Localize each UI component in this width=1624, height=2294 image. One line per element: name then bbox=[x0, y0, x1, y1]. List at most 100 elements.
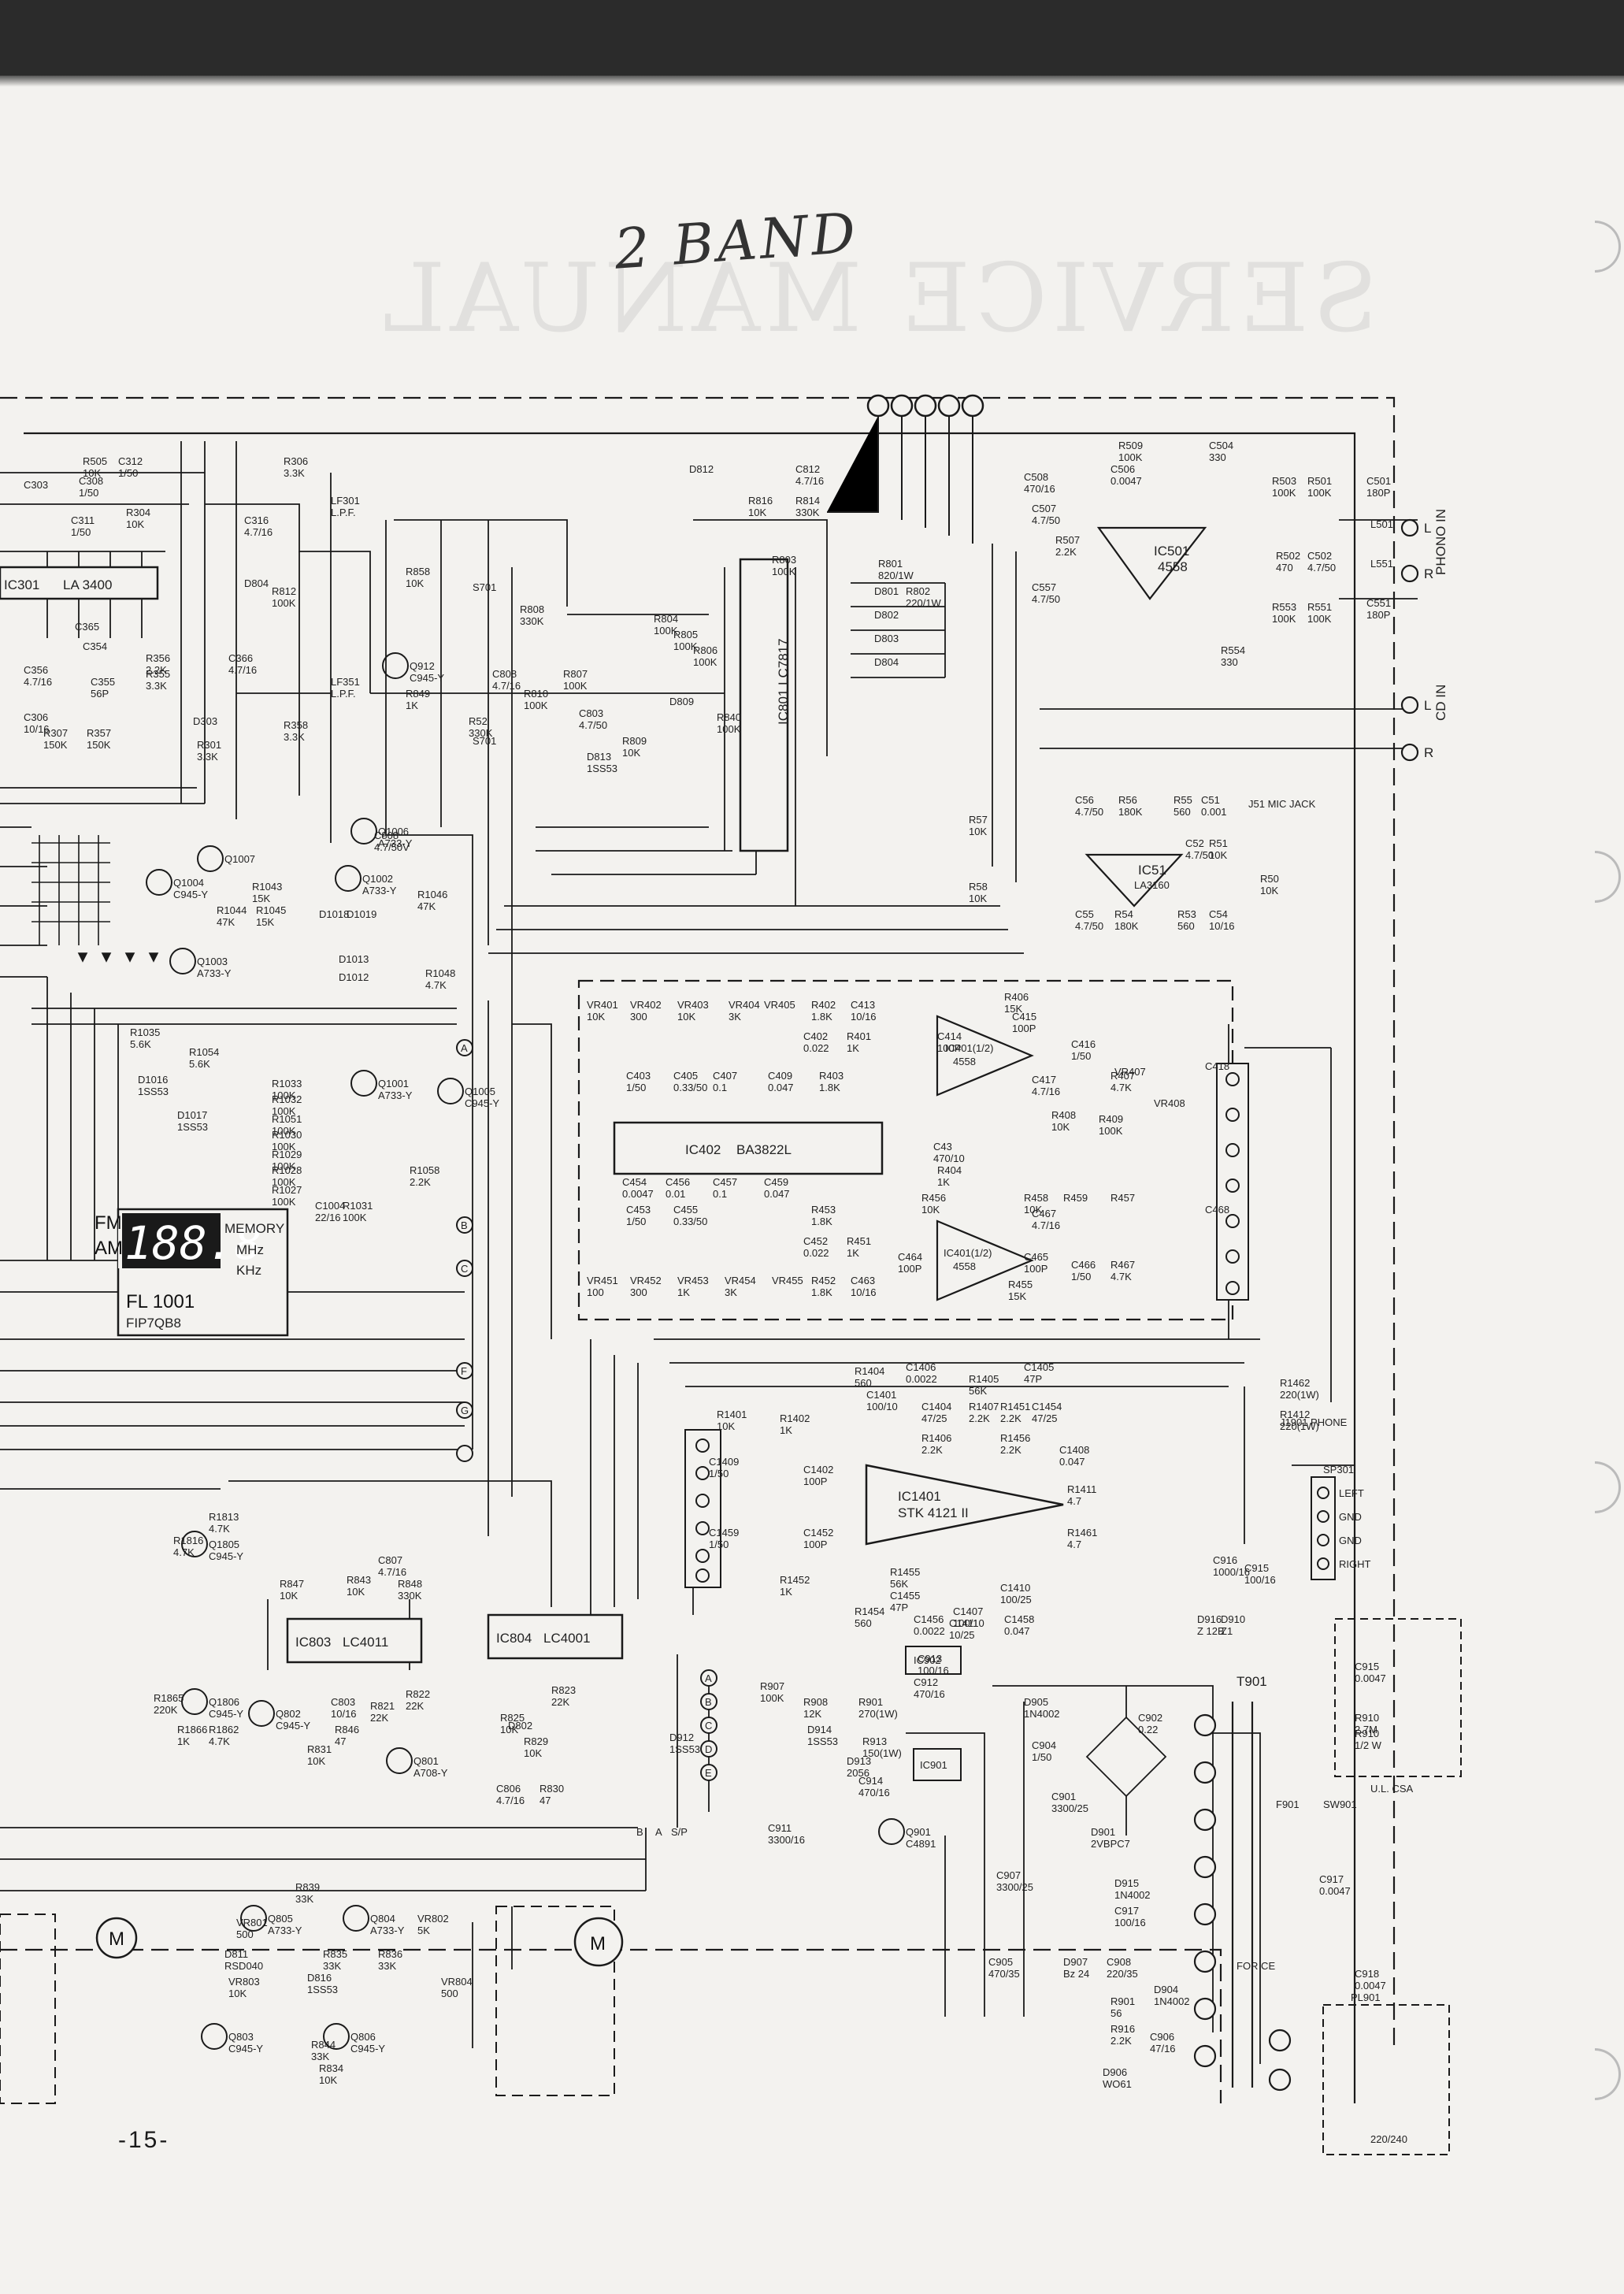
transistor bbox=[197, 845, 224, 872]
component-value: 4.7/16 bbox=[244, 526, 273, 538]
component-ref: C413 bbox=[851, 999, 875, 1011]
component-ref: D809 bbox=[669, 696, 694, 707]
component-value: 300 bbox=[630, 1011, 647, 1023]
component-value: 4.7/50 bbox=[1185, 849, 1214, 861]
component-value: 47P bbox=[890, 1602, 908, 1613]
component-value: 1SS53 bbox=[177, 1121, 208, 1133]
component-value: 560 bbox=[1177, 920, 1195, 932]
component-value: L.P.F. bbox=[331, 507, 356, 518]
component-value: C945-Y bbox=[209, 1708, 243, 1720]
component-value: 10/16 bbox=[851, 1286, 877, 1298]
component-ref: R1411 bbox=[1067, 1483, 1096, 1495]
component-ref: R1046 bbox=[417, 889, 447, 900]
component-value: 10K bbox=[524, 1747, 542, 1759]
component-value: 470/16 bbox=[914, 1688, 945, 1700]
component-ref: R1045 bbox=[256, 904, 286, 916]
component-ref: C501 bbox=[1366, 475, 1391, 487]
component-value: 330K bbox=[520, 615, 544, 627]
component-ref: C402 bbox=[803, 1030, 828, 1042]
component-ref: R908 bbox=[803, 1696, 828, 1708]
ic402-label: IC402 bbox=[685, 1142, 721, 1157]
cd-in-label: CD IN bbox=[1433, 685, 1448, 721]
component-value: 220(1W) bbox=[1280, 1389, 1319, 1401]
conn-c2: C bbox=[461, 1263, 468, 1275]
display-digits-bg bbox=[122, 1213, 221, 1268]
component-value: 500 bbox=[441, 1988, 458, 1999]
component-value: 1/50 bbox=[79, 487, 98, 499]
component-value: 3300/25 bbox=[996, 1881, 1033, 1893]
component-ref: R57 bbox=[969, 814, 988, 826]
component-ref: VR453 bbox=[677, 1275, 709, 1286]
ic804-label: IC804 bbox=[496, 1631, 532, 1646]
component-value: 100K bbox=[1118, 451, 1143, 463]
switch-b-label: B bbox=[636, 1826, 643, 1838]
component-ref: C55 bbox=[1075, 908, 1094, 920]
mic-jack-label: J51 MIC JACK bbox=[1248, 798, 1316, 810]
ic804-part: LC4001 bbox=[543, 1631, 591, 1646]
component-value: 100P bbox=[803, 1476, 827, 1487]
component-value: 100K bbox=[524, 700, 548, 711]
amp-input-pins bbox=[695, 1438, 710, 1583]
component-value: 12K bbox=[803, 1708, 821, 1720]
component-ref: Q806 bbox=[350, 2031, 376, 2043]
component-ref: R1454 bbox=[855, 1605, 884, 1617]
component-ref: R553 bbox=[1272, 601, 1296, 613]
component-value: 1SS53 bbox=[669, 1743, 700, 1755]
component-ref: R816 bbox=[748, 495, 773, 507]
component-value: 100K bbox=[272, 1196, 296, 1208]
component-value: 470/10 bbox=[933, 1153, 965, 1164]
component-value: 560 bbox=[855, 1377, 872, 1389]
ic801-body bbox=[739, 558, 789, 852]
ic51-symbol bbox=[1085, 853, 1184, 908]
component-ref: C1452 bbox=[803, 1527, 833, 1539]
component-value: 4.7/50 bbox=[579, 719, 607, 731]
component-value: 330K bbox=[795, 507, 820, 518]
transistor bbox=[382, 652, 409, 679]
component-value: 10/16 bbox=[24, 723, 50, 735]
component-value: 220(1W) bbox=[1280, 1420, 1319, 1432]
eu-label: 220/240 bbox=[1370, 2133, 1407, 2145]
component-value: 4.7/50 bbox=[1032, 593, 1060, 605]
component-ref: C557 bbox=[1032, 581, 1056, 593]
component-value: 4.7/16 bbox=[24, 676, 52, 688]
conn-f2: F bbox=[461, 1365, 467, 1377]
component-value: 100K bbox=[563, 680, 588, 692]
component-value: 220/1W bbox=[906, 597, 942, 609]
component-ref: R913 bbox=[862, 1735, 887, 1747]
component-value: 15K bbox=[252, 893, 270, 904]
component-ref: R1412 bbox=[1280, 1409, 1310, 1420]
ul-csa-box bbox=[1334, 1618, 1462, 1777]
component-ref: D1018 bbox=[319, 908, 349, 920]
component-value: 100K bbox=[760, 1692, 784, 1704]
component-ref: R407 bbox=[1110, 1070, 1135, 1082]
component-ref: VR802 bbox=[417, 1913, 449, 1925]
component-value: 10K bbox=[319, 2074, 337, 2086]
ic1401-part: STK 4121 II bbox=[898, 1505, 969, 1520]
component-ref: R304 bbox=[126, 507, 150, 518]
component-ref: R453 bbox=[811, 1204, 836, 1216]
component-ref: C907 bbox=[996, 1869, 1021, 1881]
component-value: C945-Y bbox=[276, 1720, 310, 1732]
component-ref: C808 bbox=[492, 668, 517, 680]
rca-jacks bbox=[1400, 518, 1419, 762]
ic801-label: IC801 LC7817 bbox=[776, 638, 791, 725]
component-ref: D1017 bbox=[177, 1109, 207, 1121]
component-value: 1000/16 bbox=[1213, 1566, 1250, 1578]
component-value: 150K bbox=[43, 739, 68, 751]
display-khz-label: KHz bbox=[236, 1263, 261, 1278]
component-value: 56K bbox=[890, 1578, 908, 1590]
conn-b2: B bbox=[461, 1219, 468, 1231]
component-ref: Q901 bbox=[906, 1826, 931, 1838]
component-ref: R1051 bbox=[272, 1113, 302, 1125]
component-value: 3.3K bbox=[284, 467, 305, 479]
component-ref: Q802 bbox=[276, 1708, 301, 1720]
component-ref: R848 bbox=[398, 1578, 422, 1590]
component-value: 0.047 bbox=[1059, 1456, 1085, 1468]
component-ref: R408 bbox=[1051, 1109, 1076, 1121]
component-ref: C356 bbox=[24, 664, 48, 676]
transformer-t901 bbox=[1193, 1702, 1292, 2092]
component-ref: C915 bbox=[1355, 1661, 1379, 1672]
component-ref: D913 bbox=[847, 1755, 871, 1767]
transistor bbox=[343, 1905, 369, 1932]
component-value: 2.2K bbox=[1000, 1412, 1021, 1424]
